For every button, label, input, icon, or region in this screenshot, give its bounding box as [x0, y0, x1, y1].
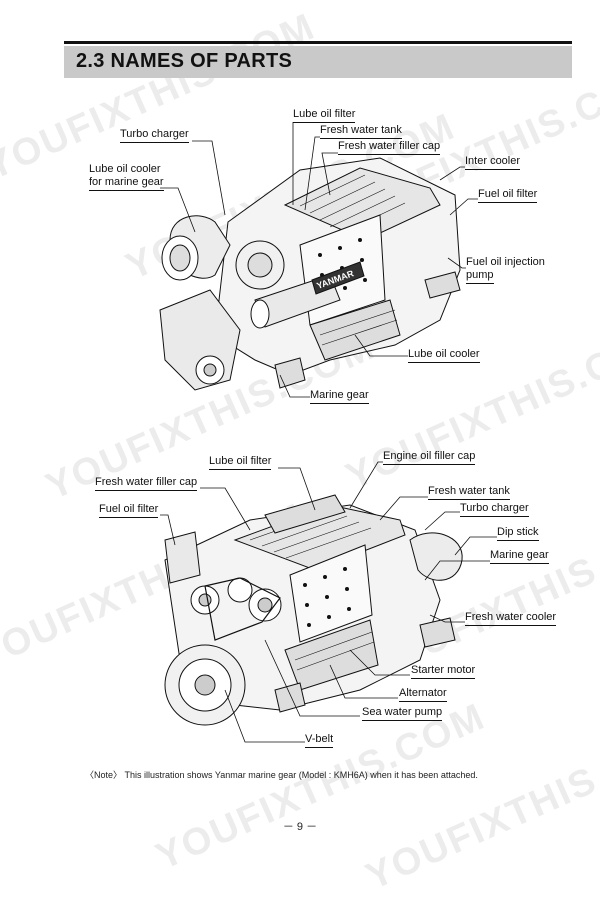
callout-marine-gear: Marine gear: [310, 389, 369, 404]
bottom-engine-drawing: [164, 494, 463, 726]
callout-turbo-charger: Turbo charger: [120, 128, 189, 143]
callout-fresh-water-filler-cap: Fresh water filler cap: [338, 140, 441, 155]
manual-page: YOUFIXTHIS.COM YOUFIXTHIS.COM YOUFIXTHIS…: [0, 6, 600, 899]
callout-lube-oil-cooler: Lube oil cooler: [408, 348, 480, 363]
callout-engine-oil-filler-cap: Engine oil filler cap: [383, 450, 476, 465]
callout-line: Fuel oil injection: [466, 256, 545, 268]
callout-line: for marine gear: [89, 176, 164, 191]
callout-fuel-oil-filter-bottom: Fuel oil filter: [99, 503, 159, 518]
bottom-leader-lines: [160, 461, 497, 743]
callout-fresh-water-tank: Fresh water tank: [320, 124, 402, 139]
callout-fresh-water-cooler: Fresh water cooler: [465, 611, 557, 626]
callout-marine-gear-bottom: Marine gear: [490, 549, 549, 564]
callout-line: pump: [466, 269, 494, 284]
callout-lube-oil-filter: Lube oil filter: [293, 108, 356, 123]
callout-lube-oil-cooler-marine-gear: Lube oil cooler for marine gear: [89, 163, 164, 191]
callout-v-belt: V-belt: [305, 733, 334, 748]
callout-fuel-oil-injection-pump: Fuel oil injection pump: [466, 256, 545, 284]
callout-fresh-water-tank-bottom: Fresh water tank: [428, 485, 510, 500]
header-rule: [64, 41, 572, 44]
section-title: 2.3 NAMES OF PARTS: [76, 50, 293, 72]
callout-alternator: Alternator: [399, 687, 447, 702]
page-number: － 9 －: [282, 821, 318, 833]
section-header: 2.3 NAMES OF PARTS: [64, 46, 572, 78]
callout-dip-stick: Dip stick: [497, 526, 539, 541]
callout-sea-water-pump: Sea water pump: [362, 706, 443, 721]
top-engine-drawing: [159, 157, 461, 391]
callout-starter-motor: Starter motor: [411, 664, 476, 679]
callout-fresh-water-filler-cap-bottom: Fresh water filler cap: [95, 476, 198, 491]
illustration-note: 〈Note〉 This illustration shows Yanmar ma…: [85, 770, 478, 780]
callout-lube-oil-filter-bottom: Lube oil filter: [209, 455, 272, 470]
engine-illustrations: YANMAR: [159, 122, 497, 743]
callout-line: Lube oil cooler: [89, 163, 161, 175]
callout-inter-cooler: Inter cooler: [465, 155, 521, 170]
callout-fuel-oil-filter: Fuel oil filter: [478, 188, 538, 203]
top-leader-lines: [160, 122, 478, 398]
callout-turbo-charger-bottom: Turbo charger: [460, 502, 529, 517]
